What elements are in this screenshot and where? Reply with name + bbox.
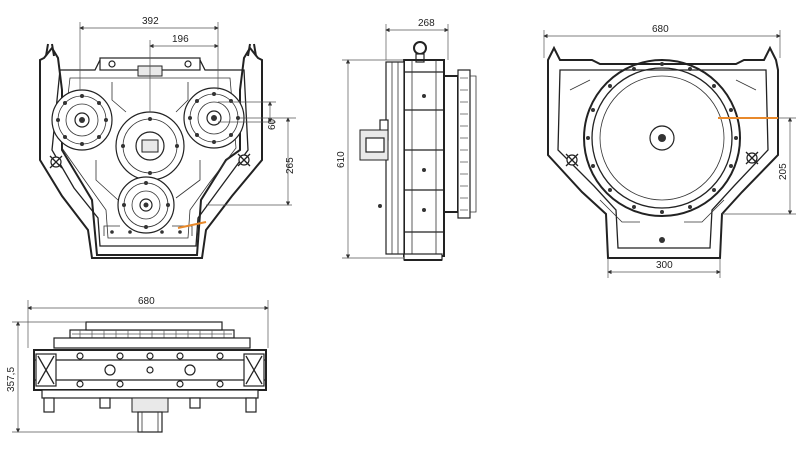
dim-196: 196 xyxy=(172,34,189,45)
bottom-view: 680 357,5 xyxy=(6,296,269,433)
front-orange-marker xyxy=(177,221,207,229)
bottom-dim-680: 680 xyxy=(138,296,155,307)
front-view: 392 196 60 265 xyxy=(39,16,296,259)
dim-357-5: 357,5 xyxy=(6,367,17,392)
front-gear-left xyxy=(51,89,113,151)
dim-392: 392 xyxy=(142,16,159,27)
dim-300: 300 xyxy=(656,260,673,271)
rear-dim-680: 680 xyxy=(652,24,669,35)
front-gear-right xyxy=(183,87,245,149)
side-view: 268 610 xyxy=(336,18,477,261)
dim-60: 60 xyxy=(267,118,278,130)
front-gear-bottom xyxy=(117,176,175,234)
rear-flywheel xyxy=(583,59,741,217)
dim-610: 610 xyxy=(336,151,347,168)
dim-268: 268 xyxy=(418,18,435,29)
dim-205: 205 xyxy=(778,163,789,180)
rear-view: 680 205 300 xyxy=(543,24,796,278)
dim-265: 265 xyxy=(285,157,296,174)
front-gear-center xyxy=(115,111,185,181)
